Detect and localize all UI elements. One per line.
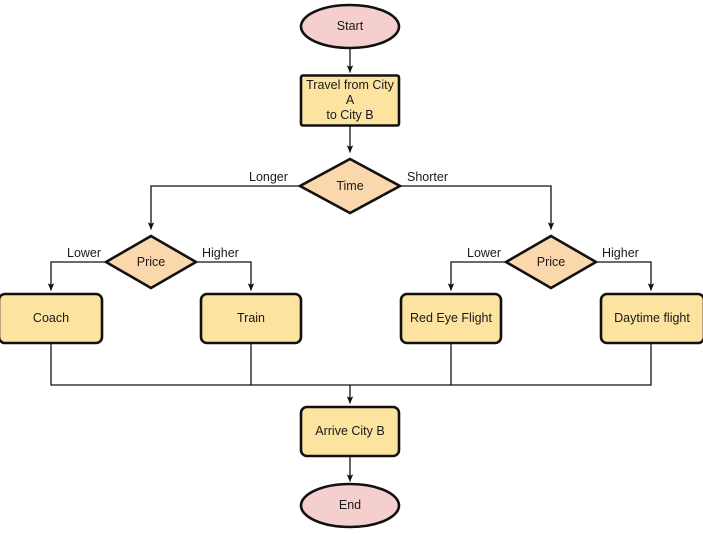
edge-price-left-higher xyxy=(196,261,255,291)
node-shape-train[interactable] xyxy=(199,292,303,345)
edge-label-price-right-lower: Lower xyxy=(465,246,504,260)
node-shapes xyxy=(0,3,703,529)
edge-time-shorter xyxy=(400,185,555,230)
node-shape-start[interactable] xyxy=(299,3,401,50)
node-shape-price-right[interactable] xyxy=(503,234,599,290)
edge-label-time-shorter: Shorter xyxy=(405,170,450,184)
edge-price-left-lower xyxy=(47,261,106,291)
node-shape-red-eye-flight[interactable] xyxy=(399,292,503,345)
node-shape-daytime-flight[interactable] xyxy=(599,292,703,345)
node-shape-time[interactable] xyxy=(297,157,403,215)
edge-label-price-left-higher: Higher xyxy=(200,246,241,260)
edge-merge-outer xyxy=(50,344,652,386)
edge-label-time-longer: Longer xyxy=(247,170,290,184)
edge-price-right-lower xyxy=(447,261,506,291)
edge-time-longer xyxy=(147,185,300,230)
node-shape-travel[interactable] xyxy=(299,74,401,127)
connector-group xyxy=(47,48,655,482)
edge-price-right-higher xyxy=(596,261,655,291)
edge-label-price-left-lower: Lower xyxy=(65,246,104,260)
node-shape-end[interactable] xyxy=(299,482,401,529)
edge-label-price-right-higher: Higher xyxy=(600,246,641,260)
node-shape-arrive-city-b[interactable] xyxy=(299,405,401,458)
node-shape-coach[interactable] xyxy=(0,292,104,345)
node-shape-price-left[interactable] xyxy=(103,234,199,290)
